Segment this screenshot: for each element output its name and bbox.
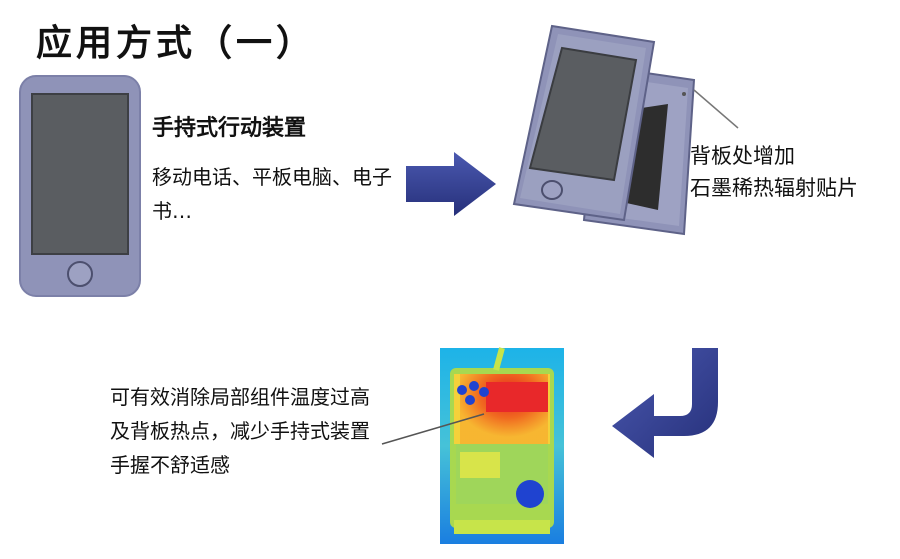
device-heading: 手持式行动装置 <box>152 116 307 141</box>
device-examples: 移动电话、平板电脑、电子书… <box>152 165 392 223</box>
backplate-label: 背板处增加 石墨稀热辐射贴片 <box>690 140 858 204</box>
backplate-label-line1: 背板处增加 <box>690 144 795 168</box>
phone-with-backplate-icon <box>512 24 739 236</box>
thermal-image <box>440 347 564 544</box>
arrow-curved-icon <box>612 348 718 458</box>
backplate-label-line2: 石墨稀热辐射贴片 <box>690 176 858 200</box>
benefit-text: 可有效消除局部组件温度过高及背板热点，减少手持式装置手握不舒适感 <box>110 385 370 477</box>
leader-line <box>381 413 485 445</box>
arrow-right-icon <box>406 152 496 216</box>
page-title: 应用方式（一） <box>36 23 317 64</box>
phone-body <box>512 24 656 222</box>
phone-front-icon <box>19 75 141 297</box>
